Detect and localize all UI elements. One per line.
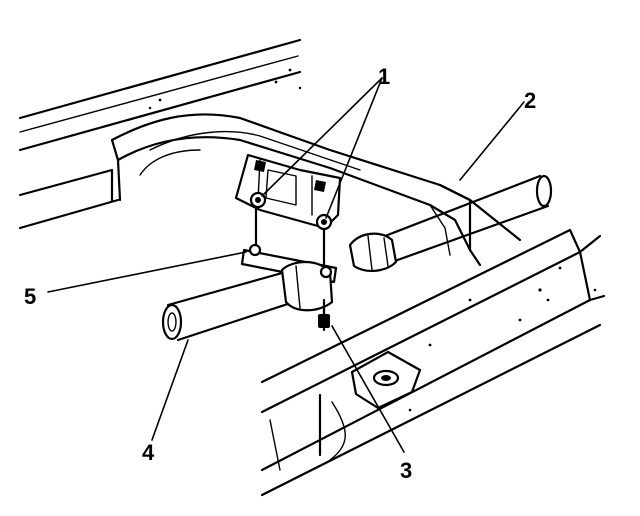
leader-lines [47,77,525,453]
right-frame-rail [260,228,606,497]
hanger-bolt [318,298,330,332]
callout-4: 4 [142,440,155,465]
callout-3: 3 [400,458,412,483]
callouts: 1 2 3 4 5 [24,64,536,483]
exhaust-pipe [161,260,334,342]
hanger-bracket [234,153,342,230]
callout-5: 5 [24,284,36,309]
rail-mount-boss [350,350,422,410]
drive-tube [348,174,553,272]
callout-1: 1 [378,64,390,89]
callout-2: 2 [524,88,536,113]
insulator-nuts [248,191,333,279]
left-frame-rail [18,38,302,230]
